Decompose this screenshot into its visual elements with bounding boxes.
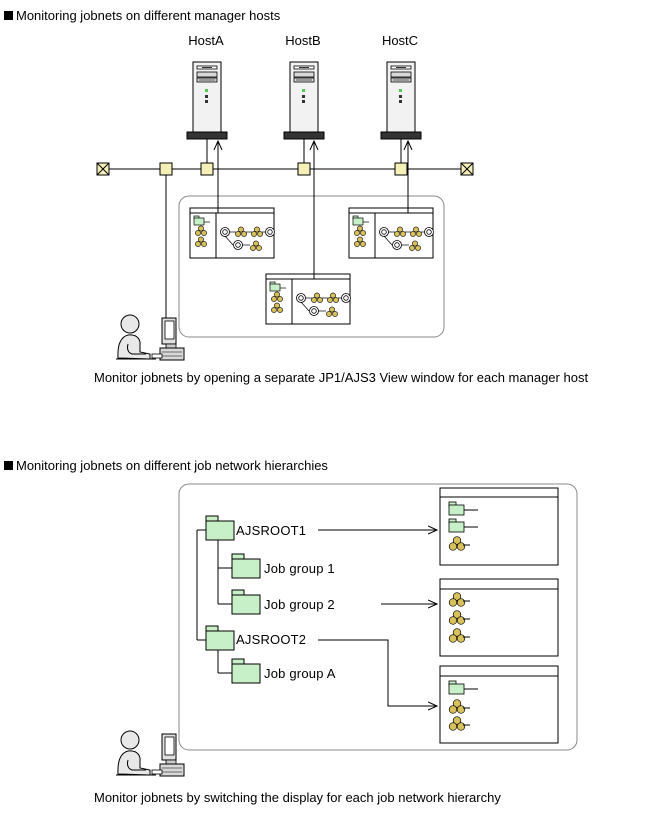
- section1-caption: Monitor jobnets by opening a separate JP…: [94, 370, 589, 385]
- view-window-hosta: [190, 208, 275, 258]
- folder-job-group-1-icon: [231, 553, 261, 579]
- folder-job-group-2-icon: [231, 589, 261, 615]
- server-hostc-icon: [380, 61, 422, 140]
- tree-label-job-group-2: Job group 2: [264, 597, 335, 612]
- bullet-square-icon: [4, 461, 13, 470]
- terminator-right-icon: [460, 162, 474, 176]
- user-at-computer-icon: [115, 314, 185, 361]
- section2-title: Monitoring jobnets on different job netw…: [4, 458, 328, 473]
- bullet-square-icon: [4, 11, 13, 20]
- terminator-left-icon: [96, 162, 110, 176]
- hierarchy-window-3: [439, 665, 559, 744]
- server-hostb-icon: [283, 61, 325, 140]
- host-label-b: HostB: [285, 33, 321, 48]
- folder-job-group-a-icon: [231, 658, 261, 684]
- hierarchy-window-1: [439, 487, 559, 566]
- section1-title-text: Monitoring jobnets on different manager …: [16, 8, 281, 23]
- client-node-icon: [159, 162, 173, 176]
- folder-ajsroot2-icon: [205, 625, 235, 651]
- tree-label-ajsroot1: AJSROOT1: [236, 523, 307, 538]
- section2-title-text: Monitoring jobnets on different job netw…: [16, 458, 328, 473]
- folder-ajsroot1-icon: [205, 515, 235, 541]
- host-label-a: HostA: [188, 33, 224, 48]
- hostc-node-icon: [394, 162, 408, 176]
- user-at-computer-icon-2: [115, 730, 185, 777]
- tree-label-job-group-1: Job group 1: [264, 561, 335, 576]
- hierarchy-group-boundary: [178, 483, 578, 751]
- host-label-c: HostC: [381, 33, 419, 48]
- section1-title: Monitoring jobnets on different manager …: [4, 8, 280, 23]
- hierarchy-window-2: [439, 578, 559, 657]
- section2-caption: Monitor jobnets by switching the display…: [94, 790, 501, 805]
- view-window-hostc: [349, 208, 434, 258]
- server-hosta-icon: [186, 61, 228, 140]
- tree-label-job-group-a: Job group A: [264, 666, 336, 681]
- hostb-node-icon: [297, 162, 311, 176]
- view-window-hostb: [266, 274, 351, 324]
- hosta-node-icon: [200, 162, 214, 176]
- view-windows-group-boundary: [178, 195, 445, 338]
- tree-label-ajsroot2: AJSROOT2: [236, 632, 307, 647]
